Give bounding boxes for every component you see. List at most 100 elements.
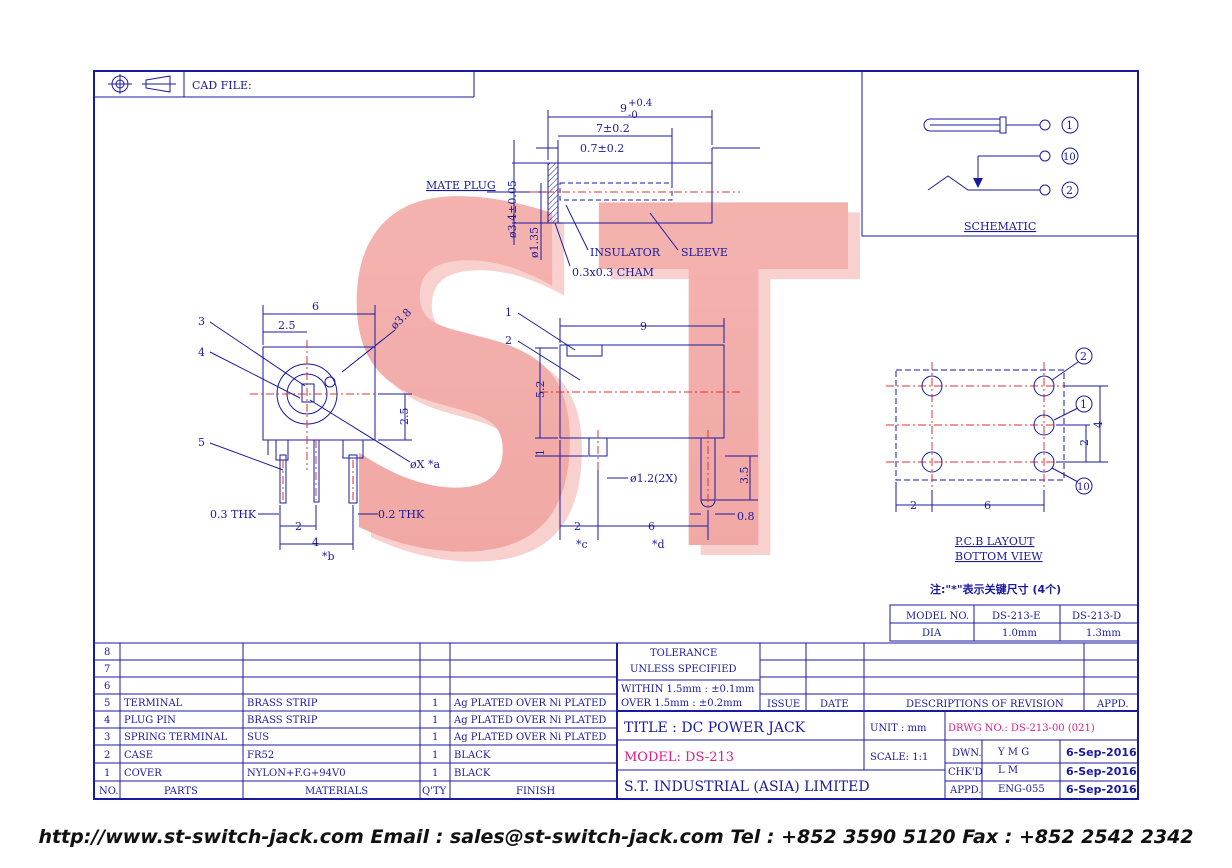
dim-08-front: 0.8 xyxy=(737,510,755,523)
dim-2-side: 2 xyxy=(295,520,302,533)
pcb-pin-2: 2 xyxy=(1080,350,1087,363)
svg-text:CHK'D: CHK'D xyxy=(948,767,983,778)
schematic-panel: 1 10 2 SCHEMATIC xyxy=(861,70,1139,237)
table-row: 6 xyxy=(104,681,110,692)
svg-text:1: 1 xyxy=(432,715,438,726)
svg-text:BLACK: BLACK xyxy=(454,768,491,779)
star-c: *c xyxy=(576,538,588,551)
schematic-pin-10: 10 xyxy=(1063,152,1076,163)
star-a: *a xyxy=(428,458,441,471)
svg-text:TOLERANCE: TOLERANCE xyxy=(650,648,717,659)
callout-2: 2 xyxy=(505,334,512,347)
parts-table: 8 7 6 5 TERMINAL BRASS STRIP 1 Ag PLATED… xyxy=(99,647,606,797)
dim-34-plug: ø3.4±0.05 xyxy=(506,180,519,238)
svg-text:6-Sep-2016: 6-Sep-2016 xyxy=(1066,765,1137,778)
drawing-title: TITLE : DC POWER JACK xyxy=(624,720,806,736)
front-view: 9 1 2 5.2 1 ø1.2(2X) 3.5 2 6 0.8 *c *d xyxy=(505,306,758,551)
watermark-shadow: ST xyxy=(342,119,864,666)
mate-plug-label: MATE PLUG xyxy=(426,179,496,192)
svg-text:MATERIALS: MATERIALS xyxy=(305,786,368,797)
drawing-number: DRWG NO.: DS-213-00 (021) xyxy=(948,723,1095,734)
projection-symbol-icon xyxy=(108,74,176,94)
appd-header: APPD. xyxy=(1096,699,1129,710)
svg-text:3: 3 xyxy=(104,732,110,743)
insulator-label: INSULATOR xyxy=(590,246,661,259)
thk-03: 0.3 THK xyxy=(210,508,257,521)
table-header-row: NO. PARTS MATERIALS Q'TY FINISH xyxy=(99,786,555,797)
svg-text:FR52: FR52 xyxy=(247,750,274,761)
model-table: MODEL NO. DS-213-E DS-213-D DIA 1.0mm 1.… xyxy=(889,604,1139,642)
svg-text:BRASS STRIP: BRASS STRIP xyxy=(247,715,318,726)
star-d: *d xyxy=(652,538,665,551)
pcb-dim-2: 2 xyxy=(910,499,917,512)
desc-header: DESCRIPTIONS OF REVISION xyxy=(906,699,1064,710)
svg-text:SUS: SUS xyxy=(247,732,269,743)
svg-text:WITHIN 1.5mm : ±0.1mm: WITHIN 1.5mm : ±0.1mm xyxy=(621,684,755,695)
dim-7-plug: 7±0.2 xyxy=(596,122,630,135)
svg-text:8: 8 xyxy=(104,647,110,658)
svg-text:-0: -0 xyxy=(628,110,638,121)
table-row: 8 xyxy=(104,647,110,658)
callout-4: 4 xyxy=(198,346,205,359)
bottom-tables xyxy=(94,642,1138,799)
approved-by: ENG-055 xyxy=(998,784,1045,795)
svg-text:+0.4: +0.4 xyxy=(628,98,652,109)
svg-text:BLACK: BLACK xyxy=(454,750,491,761)
svg-text:NYLON+F.G+94V0: NYLON+F.G+94V0 xyxy=(247,768,346,779)
mate-plug-view: MATE PLUG 9 +0.4 -0 7±0.2 0.7±0.2 ø3.4±0… xyxy=(426,98,760,279)
pcb-layout: 2 1 10 2 6 2 4 P.C.B LAYOUT BOTTOM VIEW … xyxy=(886,347,1108,596)
dim-9-plug: 9 xyxy=(620,102,627,115)
side-view: 6 2.5 ø3.8 2.5 3 4 5 øX *a 0.3 THK 0.2 T… xyxy=(198,300,441,563)
dim-2-front: 2 xyxy=(574,520,581,533)
star-b: *b xyxy=(322,550,335,563)
cad-file-label: CAD FILE: xyxy=(192,79,252,92)
dim-52-front: 5.2 xyxy=(534,381,547,399)
svg-text:NO.: NO. xyxy=(99,786,119,797)
dim-135-plug: ø1.35 xyxy=(528,227,541,258)
model-e-header: DS-213-E xyxy=(992,611,1040,622)
model-d-header: DS-213-D xyxy=(1072,611,1121,622)
dim-6-side: 6 xyxy=(312,300,319,313)
tolerance-block: TOLERANCE UNLESS SPECIFIED WITHIN 1.5mm … xyxy=(621,648,1129,710)
dim-6-front: 6 xyxy=(648,520,655,533)
svg-text:6-Sep-2016: 6-Sep-2016 xyxy=(1066,783,1137,796)
dim-35-front: 3.5 xyxy=(738,467,751,485)
table-row: 5 TERMINAL BRASS STRIP 1 Ag PLATED OVER … xyxy=(104,698,606,709)
pcb-bottom-label: BOTTOM VIEW xyxy=(955,550,1043,563)
model-name: MODEL: DS-213 xyxy=(624,750,734,765)
dim-12-front: ø1.2(2X) xyxy=(630,472,678,485)
svg-text:5: 5 xyxy=(104,698,110,709)
dia-e: 1.0mm xyxy=(1002,628,1037,639)
pcb-layout-label: P.C.B LAYOUT xyxy=(955,535,1035,548)
svg-text:6: 6 xyxy=(104,681,110,692)
schematic-pin-2: 2 xyxy=(1066,184,1073,197)
svg-text:APPD.: APPD. xyxy=(949,785,982,796)
svg-text:FINISH: FINISH xyxy=(516,786,555,797)
unit-label: UNIT : mm xyxy=(870,723,927,734)
svg-text:CASE: CASE xyxy=(124,750,153,761)
drawn-by: Y M G xyxy=(997,747,1029,758)
callout-5: 5 xyxy=(198,436,205,449)
cham-label: 0.3x0.3 CHAM xyxy=(572,266,654,279)
svg-text:1: 1 xyxy=(432,750,438,761)
svg-text:COVER: COVER xyxy=(124,768,162,779)
checked-by: L M xyxy=(998,765,1018,776)
critical-dim-note: 注:"*"表示关键尺寸 (4个) xyxy=(930,582,1061,596)
svg-text:PLUG PIN: PLUG PIN xyxy=(124,715,176,726)
svg-text:Ag PLATED OVER Ni PLATED: Ag PLATED OVER Ni PLATED xyxy=(453,698,606,709)
cad-file-header: CAD FILE: xyxy=(94,71,475,98)
watermark-logo: ST ST xyxy=(330,109,864,666)
contact-footer: http://www.st-switch-jack.com Email : sa… xyxy=(38,826,1194,848)
svg-text:1: 1 xyxy=(104,768,110,779)
svg-text:4: 4 xyxy=(104,715,110,726)
svg-text:PARTS: PARTS xyxy=(164,786,198,797)
svg-text:TERMINAL: TERMINAL xyxy=(124,698,183,709)
svg-text:2: 2 xyxy=(104,750,110,761)
scale-label: SCALE: 1:1 xyxy=(870,752,928,763)
svg-text:Ag PLATED OVER Ni PLATED: Ag PLATED OVER Ni PLATED xyxy=(453,715,606,726)
company-name: S.T. INDUSTRIAL (ASIA) LIMITED xyxy=(624,779,870,795)
watermark-text: ST xyxy=(330,109,852,656)
dim-1-front: 1 xyxy=(534,449,547,456)
dim-25-side: 2.5 xyxy=(278,319,296,332)
dia-d: 1.3mm xyxy=(1086,628,1121,639)
